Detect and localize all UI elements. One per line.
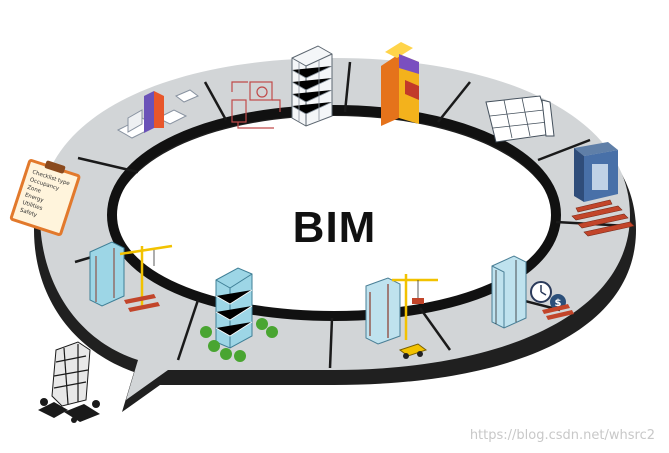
clipboard-checklist-icon: Checklist type Occupancy Zone Energy Uti… — [9, 159, 81, 237]
planning-city-icon — [116, 89, 199, 139]
clipboard-line-3: Zone — [26, 185, 42, 195]
schematic-sketch-icon — [231, 81, 281, 129]
segment-dividers — [74, 61, 629, 369]
cost-analysis-icon: $ — [491, 255, 574, 329]
ring-top — [40, 58, 630, 400]
floor-plan-icon — [485, 95, 555, 143]
center-title: BIM — [292, 203, 377, 252]
wireframe-tower-icon — [291, 45, 333, 127]
steel-beams-icon — [571, 199, 635, 237]
crane-building-icon — [89, 241, 173, 312]
color-tower-icon — [381, 42, 419, 126]
ring-label: VISUALIZATION — [293, 127, 374, 137]
svg-text:$: $ — [555, 298, 562, 309]
demolition-rubble-icon — [38, 341, 100, 423]
construction-crane-site-icon — [365, 274, 438, 359]
watermark: https://blog.csdn.net/whsrc2 — [469, 428, 655, 443]
completed-building-icon — [200, 267, 278, 362]
clipboard-line-4: Energy — [24, 192, 45, 204]
steel-press-icon — [574, 142, 618, 202]
clipboard-line-6: Safety — [19, 208, 38, 219]
ring-inner-rim — [106, 105, 562, 322]
